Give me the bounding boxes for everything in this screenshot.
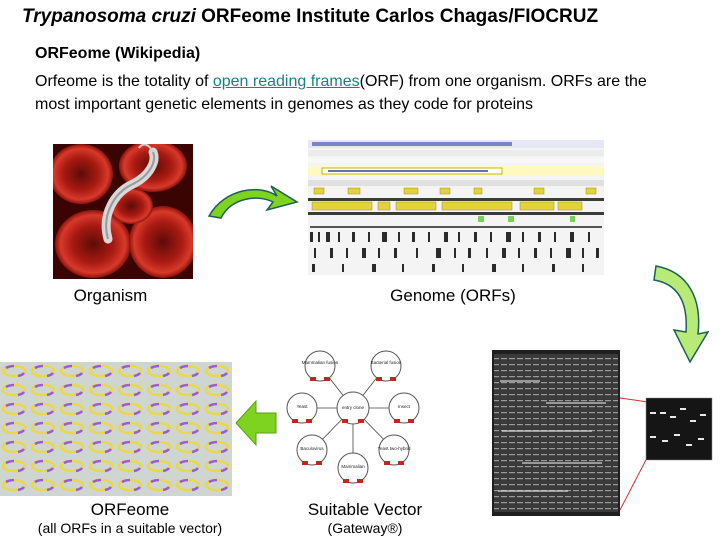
orfeome-plasmid-image <box>0 362 232 496</box>
vector-center-label: entry clone <box>342 405 365 410</box>
arrow-vector-to-orfeome <box>235 399 277 447</box>
vector-node-2-label: Bacterial fusion <box>371 360 402 365</box>
orf-link[interactable]: open reading frames <box>212 73 360 90</box>
definition-text-before: Orfeome is the totality of <box>35 73 213 90</box>
caption-genome: Genome (ORFs) <box>390 286 516 305</box>
vector-node-5-label: Baculovirus <box>300 446 324 451</box>
gel-electrophoresis-image <box>492 350 713 516</box>
arrow-organism-to-genome <box>207 185 299 219</box>
caption-organism: Organism <box>73 286 148 305</box>
definition-heading: ORFeome (Wikipedia) <box>35 45 201 62</box>
gateway-vector-diagram: Mammalian fusion Bacterial fusion Yeast … <box>282 344 424 490</box>
caption-vector-sub: (Gateway®) <box>327 520 403 536</box>
vector-node-1-label: Mammalian fusion <box>302 360 339 365</box>
title-species: Trypanosoma cruzi <box>22 6 196 27</box>
caption-orfeome: ORFeome <box>90 500 170 519</box>
definition-text: Orfeome is the totality of open reading … <box>35 70 675 116</box>
definition-text-after: (ORF) from one organism. ORFs are the mo… <box>35 73 647 113</box>
vector-node-4-label: Insect <box>398 404 411 409</box>
vector-node-6-label: Yeast two-hybrid <box>377 446 411 451</box>
genome-browser-image <box>308 140 604 275</box>
vector-node-7-label: Mammalian <box>341 464 365 469</box>
caption-vector: Suitable Vector <box>307 500 423 519</box>
arrow-genome-to-gel <box>653 265 710 364</box>
caption-orfeome-sub: (all ORFs in a suitable vector) <box>37 520 223 536</box>
page-title: Trypanosoma cruzi ORFeome Institute Carl… <box>22 6 598 28</box>
vector-node-3-label: Yeast <box>296 404 308 409</box>
organism-image <box>53 144 193 279</box>
title-rest: ORFeome Institute Carlos Chagas/FIOCRUZ <box>195 6 599 27</box>
